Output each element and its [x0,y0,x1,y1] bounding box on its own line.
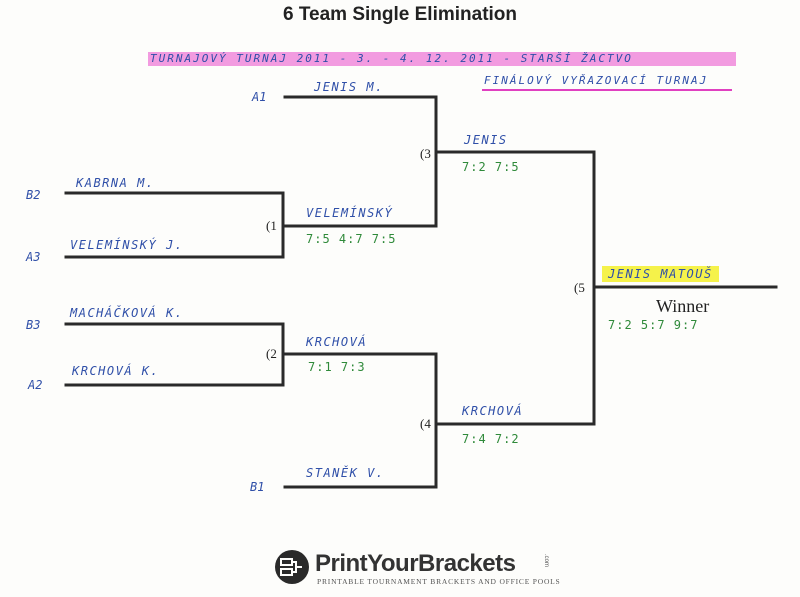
player-slot-b3: MACHÁČKOVÁ K. [70,306,184,320]
logo-tagline: PRINTABLE TOURNAMENT BRACKETS AND OFFICE… [317,577,561,586]
winner-label: Winner [656,296,710,316]
game-number-4: (4 [420,416,431,431]
printyourbrackets-logo: PrintYourBrackets .com PRINTABLE TOURNAM… [275,548,560,590]
seed-a1: A1 [252,90,267,104]
game-number-2: (2 [266,346,277,361]
game-4-winner: KRCHOVÁ [462,404,524,418]
player-slot-a1: JENIS M. [314,80,384,94]
game-3-winner: JENIS [464,133,508,147]
header-underline [482,89,732,91]
logo-suffix: .com [543,554,549,568]
game-1-winner: VELEMÍNSKÝ [306,206,394,220]
bracket-logo-icon [275,550,309,584]
page-title: 6 Team Single Elimination [282,4,518,25]
game-3-score: 7:2 7:5 [462,160,520,174]
seed-a2: A2 [28,378,43,392]
player-slot-b1: STANĚK V. [306,466,385,480]
seed-b2: B2 [26,188,41,202]
game-number-5: (5 [574,280,585,295]
champion-name: JENIS MATOUŠ [602,266,719,282]
game-number-1: (1 [266,218,277,233]
logo-name: PrintYourBrackets [315,550,516,577]
game-1-score: 7:5 4:7 7:5 [306,232,397,246]
seed-a3: A3 [26,250,41,264]
player-slot-a2: KRCHOVÁ K. [72,364,160,378]
header-note-line2: FINÁLOVÝ VYŘAZOVACÍ TURNAJ [484,74,709,87]
header-note-line1: TURNAJOVÝ TURNAJ 2011 - 3. - 4. 12. 2011… [150,52,633,65]
player-slot-b2: KABRNA M. [76,176,155,190]
game-4-score: 7:4 7:2 [462,432,520,446]
seed-b3: B3 [26,318,41,332]
header-highlight [148,52,736,66]
game-2-score: 7:1 7:3 [308,360,366,374]
game-2-winner: KRCHOVÁ [306,335,368,349]
seed-b1: B1 [250,480,265,494]
game-5-score: 7:2 5:7 9:7 [608,318,699,332]
game-number-3: (3 [420,146,431,161]
player-slot-a3: VELEMÍNSKÝ J. [70,238,184,252]
